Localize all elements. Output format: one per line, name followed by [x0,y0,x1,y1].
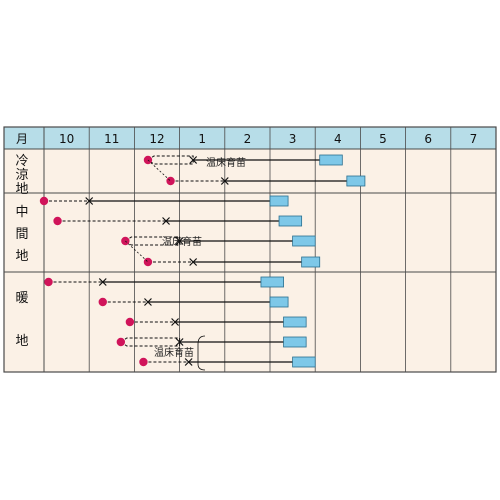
sowing-dot [139,357,148,367]
harvest-bar [283,316,307,328]
month-label: 12 [149,132,164,146]
region-mid-char-3: 地 [15,249,28,264]
harvest-bar [292,235,316,247]
planting-mark [171,318,180,326]
planting-mark-stroke [98,278,107,286]
region-label-cold: 冷 涼 地 [15,154,28,197]
harvest-bar [283,336,307,348]
schedule-row [125,316,307,328]
sowing-dot [125,317,135,327]
month-label: 5 [379,132,387,146]
month-label: 10 [59,132,74,146]
sowing-dot [53,216,62,226]
schedule-marks [39,154,366,371]
region-label-warm: 暖 地 [15,291,28,349]
region-mid-char-1: 中 [15,205,28,220]
region-cold-char-3: 地 [15,182,28,197]
month-label: 1 [198,132,206,146]
planting-mark-stroke [220,177,229,185]
calendar-header-background [4,127,496,149]
month-label: 7 [470,132,478,146]
sowing-dot [39,196,49,206]
region-mid-char-2: 間 [15,227,28,242]
schedule-row [39,195,289,207]
corner-month-label: 月 [16,132,28,146]
schedule-row [143,256,321,268]
sowing-dot [44,277,53,287]
schedule-row [143,154,343,166]
planting-mark [220,177,229,185]
harvest-bar [346,175,366,187]
calendar-body-background [4,149,496,372]
note-hotbed-warm: 温床育苗 [154,346,194,359]
planting-mark [175,237,184,245]
planting-mark [189,156,198,164]
schedule-row [53,215,303,227]
month-label: 4 [334,132,342,146]
schedule-row [116,336,307,348]
harvest-bar [278,215,303,227]
region-cold-char-1: 冷 [15,154,28,169]
sowing-dot [143,257,153,267]
planting-mark-stroke [85,197,94,205]
planting-mark-stroke [189,258,198,266]
schedule-row [166,175,366,187]
planting-mark-stroke [162,217,170,225]
harvest-bar [269,296,289,308]
schedule-row [44,276,284,288]
harvest-bar [292,356,316,368]
region-label-mid: 中 間 地 [15,205,28,264]
sowing-dot [116,337,126,347]
planting-mark [162,217,170,225]
planting-mark [85,197,94,205]
harvest-bar [319,154,343,166]
region-cold-char-2: 涼 [15,168,28,183]
month-label: 11 [104,132,119,146]
planting-mark [184,358,193,366]
planting-mark-stroke [175,338,184,346]
harvest-bar [301,256,321,268]
planting-mark [144,298,152,306]
planting-mark-stroke [184,358,193,366]
planting-mark-stroke [189,156,198,164]
seedling-period [124,236,181,246]
harvest-bar [269,195,289,207]
region-warm-char-2: 地 [15,334,28,349]
month-label: 2 [244,132,252,146]
note-connector [125,240,149,263]
planting-mark [189,258,198,266]
planting-mark-stroke [175,237,184,245]
sowing-dot [166,176,175,186]
month-label: 6 [424,132,432,146]
planting-mark [98,278,107,286]
grid-border [3,126,497,373]
planting-mark-stroke [171,318,180,326]
planting-mark [175,338,184,346]
schedule-row [98,296,289,308]
region-warm-char-1: 暖 [15,291,28,306]
seedling-period [119,337,181,347]
note-connector [147,159,171,182]
harvest-bar [260,276,284,288]
planting-mark-stroke [144,298,152,306]
month-label: 3 [289,132,297,146]
note-hotbed-cold: 温床育苗 [206,156,246,169]
schedule-row [139,356,316,368]
calendar-grid [3,126,497,373]
sowing-dot [98,297,107,307]
note-bracket [197,335,206,371]
